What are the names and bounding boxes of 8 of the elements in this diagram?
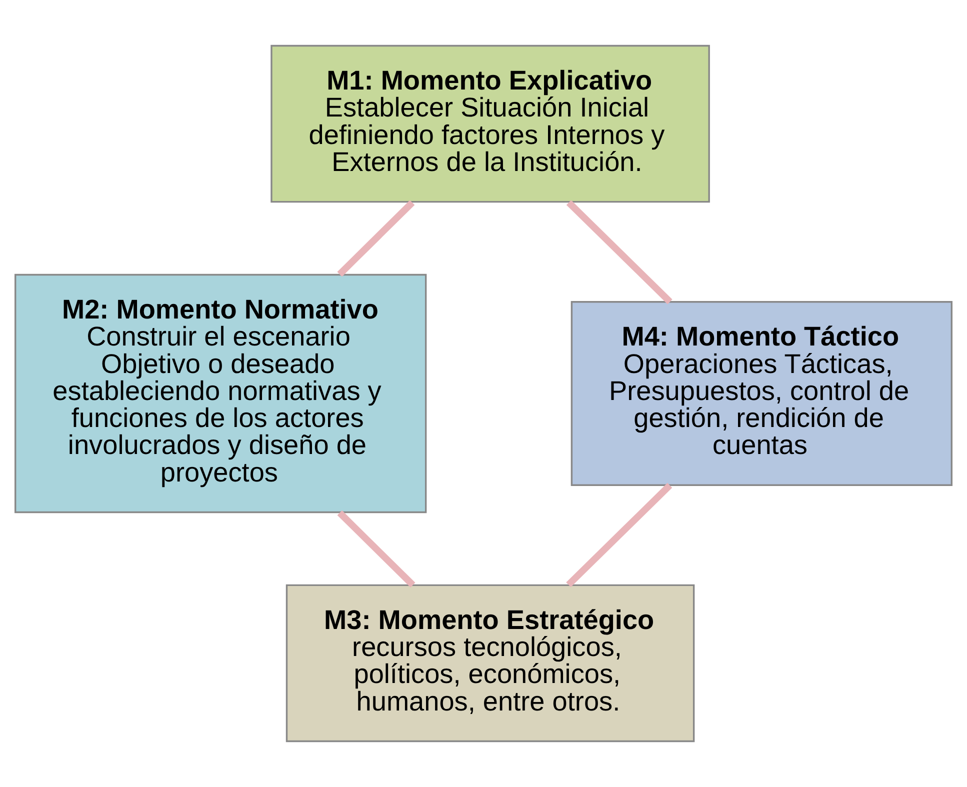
connector [337, 200, 415, 277]
connector [337, 510, 416, 588]
node-box: M1: Momento Explicativo Establecer Situación Inicial definiendo factores Internos y Externos de la Institución. [270, 44, 710, 203]
connector [566, 482, 672, 588]
node-box: M3: Momento Estratégico recursos tecnológicos, políticos, económicos, humanos, entre otros. [286, 584, 695, 742]
connector [566, 200, 672, 304]
node-box: M4: Momento Táctico Operaciones Tácticas, Presupuestos, control de gestión, rendición de cuentas [570, 301, 952, 486]
node-box: M2: Momento Normativo Construir el escenario Objetivo o deseado estableciendo normativas y funciones de los actores involucrados y diseño de proyectos [14, 274, 427, 514]
